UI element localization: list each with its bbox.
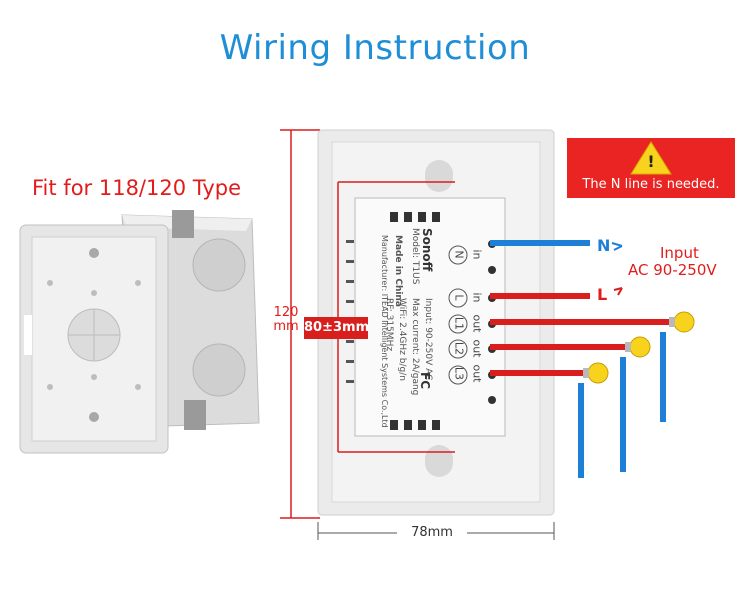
warning-triangle-icon [630,141,672,175]
arrow-left-icon [611,242,623,251]
model-label: Model: T1US [410,228,420,285]
neutral-label: N [597,236,611,255]
height-value: 120 [273,305,299,320]
output-wire-l2 [490,344,630,350]
output-wire-l1 [490,319,672,325]
terminal-l1: L1 [452,316,466,331]
screw-icon [89,248,99,258]
brand-label: Sonoff [420,228,434,272]
neutral-wire [490,240,590,246]
bulb-icon [625,336,651,358]
width-dimension: 78mm [397,525,467,540]
bulb-icon [583,362,609,384]
live-wire [490,293,590,299]
metal-clip-icon [172,210,194,238]
output-wire-l3 [490,370,590,376]
page-title: Wiring Instruction [219,28,531,68]
switch-diagram [280,129,555,540]
made-in-label: Made in China [393,235,403,307]
spec-rf-label: RF: 315MHz [384,298,394,352]
arrow-left-icon [613,287,623,296]
junction-box-image [19,210,260,454]
terminal-l3: L3 [452,366,466,381]
spec-input-label: Input: 90-250V AC [423,298,433,381]
warning-text: The N line is needed. [582,177,720,192]
fit-type-label: Fit for 118/120 Type [32,176,241,200]
terminal-l: L [452,294,466,301]
wiring-lines [490,240,695,478]
spec-wifi-label: WiFi: 2.4GHz b/g/n [397,298,407,381]
metal-clip-icon [184,400,206,430]
inner-dimension-badge: 80±3mm [304,317,369,339]
input-voltage-label: AC 90-250V [628,261,717,279]
screw-icon [89,412,99,422]
sonoff-module [354,197,506,437]
warning-symbol: ! [647,152,655,171]
terminal-l2: L2 [452,341,466,356]
height-dimension: 120 mm [268,306,304,334]
terminal-n: N [452,250,466,259]
height-unit: mm [273,319,299,334]
input-label: Input [660,244,699,262]
bulb-icon [669,311,695,333]
fc-mark: FC [418,372,432,390]
live-label: L [597,285,608,304]
